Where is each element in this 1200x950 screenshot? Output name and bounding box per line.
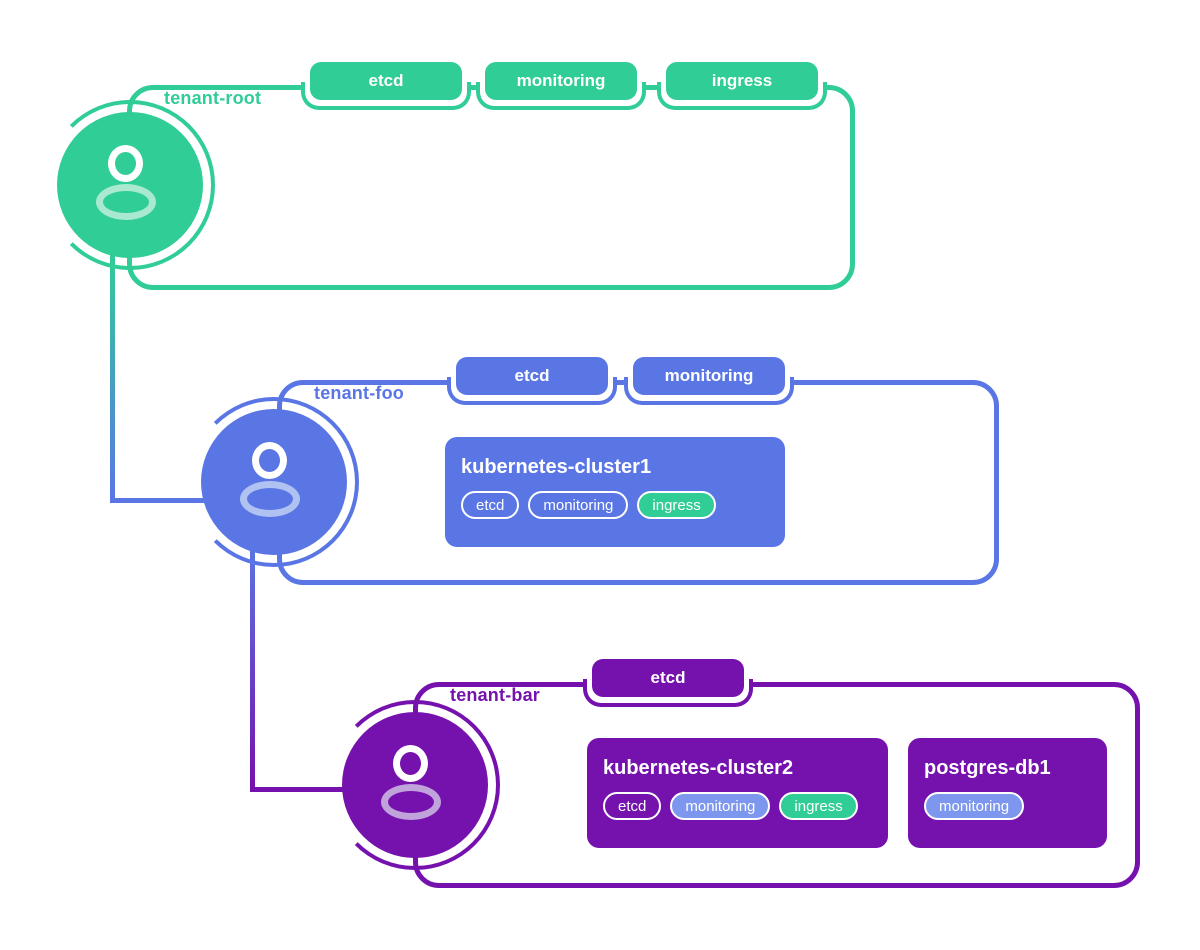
tenant-foo-avatar: [189, 397, 359, 567]
tenant-bar-badge-etcd: etcd: [592, 659, 744, 697]
tenant-root-badge-ingress: ingress: [666, 62, 818, 100]
workload-card-kubernetes-cluster1: kubernetes-cluster1 etcd monitoring ingr…: [445, 437, 785, 547]
tenant-bar-container: tenant-bar etcd kubernetes-cluster2 etcd…: [330, 659, 1140, 888]
workload-title: kubernetes-cluster1: [461, 456, 652, 478]
person-icon: [342, 712, 488, 858]
tenant-bar-avatar: [330, 700, 500, 870]
workload-card-kubernetes-cluster2: kubernetes-cluster2 etcd monitoring ingr…: [587, 738, 888, 848]
tenant-root-avatar: [45, 100, 215, 270]
tenant-foo-label: tenant-foo: [314, 383, 404, 403]
workload-title: kubernetes-cluster2: [603, 757, 794, 779]
tenant-root-container: tenant-root etcd monitoring ingress: [45, 62, 855, 290]
tenant-root-label: tenant-root: [164, 88, 262, 108]
tenant-foo-badge-monitoring: monitoring: [633, 357, 785, 395]
workload-card-postgres-db1: postgres-db1 monitoring: [908, 738, 1107, 848]
person-icon-head: [108, 145, 143, 182]
workload-badge-ingress: ingress: [637, 491, 716, 519]
person-icon: [201, 409, 347, 555]
person-icon-body: [381, 784, 441, 820]
avatar-ring: [330, 700, 500, 870]
workload-title: postgres-db1: [924, 757, 1051, 779]
tenant-root-badge-monitoring: monitoring: [485, 62, 637, 100]
tenant-bar-label: tenant-bar: [450, 685, 541, 705]
avatar-ring: [45, 100, 215, 270]
connector-root-to-foo: [110, 250, 211, 503]
workload-badge-monitoring: monitoring: [528, 491, 629, 519]
workload-badge-etcd: etcd: [461, 491, 520, 519]
avatar-ring: [189, 397, 359, 567]
workload-badge-monitoring: monitoring: [670, 792, 771, 820]
person-icon: [57, 112, 203, 258]
person-icon-body: [240, 481, 300, 517]
person-icon-body: [96, 184, 156, 220]
tenant-foo-badge-etcd: etcd: [456, 357, 608, 395]
person-icon-head: [393, 745, 428, 782]
workload-badge-etcd: etcd: [603, 792, 662, 820]
person-icon-head: [252, 442, 287, 479]
tenant-foo-container: tenant-foo etcd monitoring kubernetes-cl…: [189, 357, 999, 585]
workload-badge-ingress: ingress: [779, 792, 858, 820]
tenant-root-badge-etcd: etcd: [310, 62, 462, 100]
workload-badge-monitoring: monitoring: [924, 792, 1025, 820]
